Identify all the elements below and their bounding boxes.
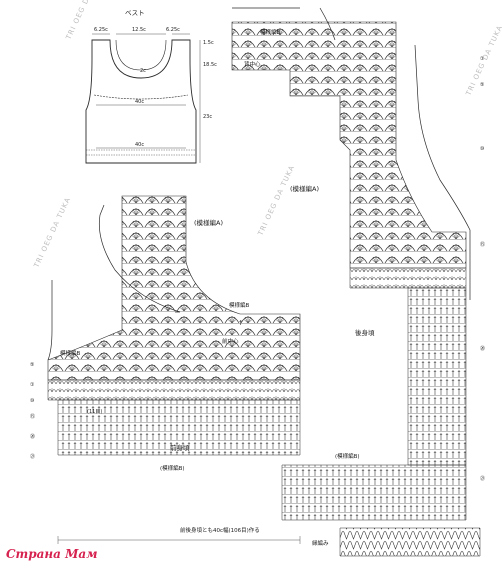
front-pattern-a: (模様編A) [194,218,223,227]
back-row-20: ⑳ [480,345,485,352]
dim-depth-top: 1.5c [203,40,214,46]
dim-chest: 40c [135,99,144,105]
front-row-10: ⑩ [30,398,35,404]
bottom-note: 前後身頃とも40c幅(106目)作る [180,526,260,534]
watermark-2: TRI OEG DA TUKA [32,196,72,270]
front-row-21: ㉑ [30,453,35,460]
dim-body-length: 23c [203,114,212,120]
front-pattern-label: 模様編B [229,301,250,309]
front-start-label: (11目) [87,409,102,415]
dim-hem: 40c [135,142,144,148]
back-pattern-a: (模様編A) [290,184,319,193]
back-row-15: ⑮ [480,241,485,248]
front-pattern-b: (模様編B) [160,464,185,472]
front-arrow: ↑ [238,319,243,327]
front-row-20: ⑳ [30,433,35,440]
front-panel: (模様編A) 模様編B 模様編B 前中心 ↑ (11目) 前身頃 (模様編B) … [30,195,301,544]
back-row-1: ① [480,56,485,62]
back-row-10: ⑩ [480,146,485,152]
back-center-label: 背中心 [244,60,261,68]
back-row-21: ㉑ [480,475,485,482]
vest-schematic: ベスト 6.25c 12.5c 6.25c 1.5c 18.5c 2c 40c … [85,9,217,164]
back-pattern-label: 模様編B [260,28,281,36]
watermark-1: TRI OEG DA TUKA [64,0,104,42]
back-panel: (模様編A) 後身頃 (模様編B) 模様編B 背中心 縁編み ① ⑤ ⑩ ⑮ ⑳… [231,7,485,557]
dim-armhole: 18.5c [203,62,217,68]
dim-shoulder-right: 6.25c [166,27,180,33]
schematic-title: ベスト [125,9,145,17]
dim-neck: 12.5c [132,27,146,33]
dim-neck-drop: 2c [140,68,146,74]
dim-shoulder-left: 6.25c [94,27,108,33]
front-title: 前身頃 [170,443,190,452]
back-pattern-b: (模様編B) [335,452,360,460]
front-row-5: ⑤ [30,362,34,368]
bottom-edge-label: 縁編み [312,539,329,547]
front-row-1: ① [30,382,35,388]
site-logo[interactable]: Страна Мам [6,547,98,561]
watermark-3: TRI OEG DA TUKA [256,164,296,238]
back-row-5: ⑤ [480,82,484,88]
front-center-label: 前中心 [222,337,239,345]
front-pattern-label-left: 模様編B [60,349,81,357]
back-title: 後身頃 [355,328,375,337]
front-row-15: ⑮ [30,413,35,420]
